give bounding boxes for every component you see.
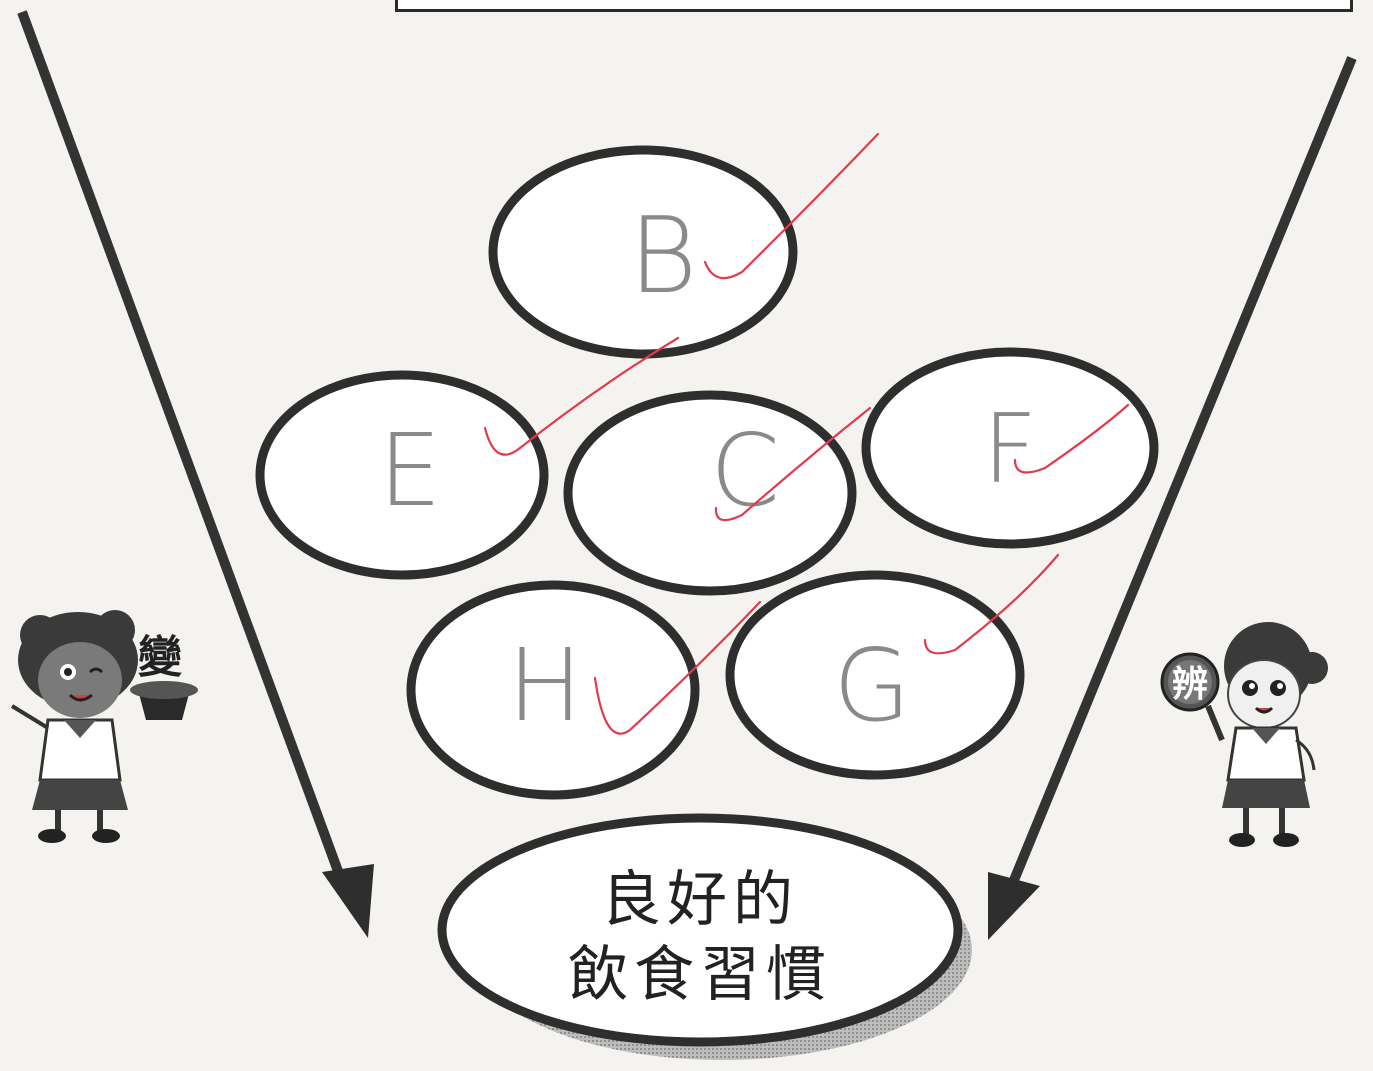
right-badge-character: 辨 <box>1172 664 1208 705</box>
goal-text-line1: 良好的 <box>601 865 799 935</box>
answer-circle-middle-right: F <box>866 352 1154 544</box>
goal-text-line2: 飲食習慣 <box>568 940 832 1010</box>
answer-letter-top: B <box>629 195 698 317</box>
goal-ellipse: 良好的 飲食習慣 <box>442 818 972 1060</box>
answer-letter-middle-right: F <box>983 395 1038 505</box>
answer-circle-middle-center: C <box>568 395 870 591</box>
answer-circle-top: B <box>493 134 878 354</box>
answer-letter-bottom-left: H <box>507 627 582 744</box>
answer-letter-bottom-right: G <box>833 627 911 744</box>
answer-circle-bottom-left: H <box>411 585 760 795</box>
answer-letter-middle-left: E <box>378 412 441 529</box>
answer-circle-bottom-right: G <box>730 555 1058 775</box>
left-badge-character: 變 <box>138 632 182 683</box>
right-cartoon-girl: 辨 <box>1162 622 1328 847</box>
left-cartoon-girl: 變 <box>12 610 198 843</box>
